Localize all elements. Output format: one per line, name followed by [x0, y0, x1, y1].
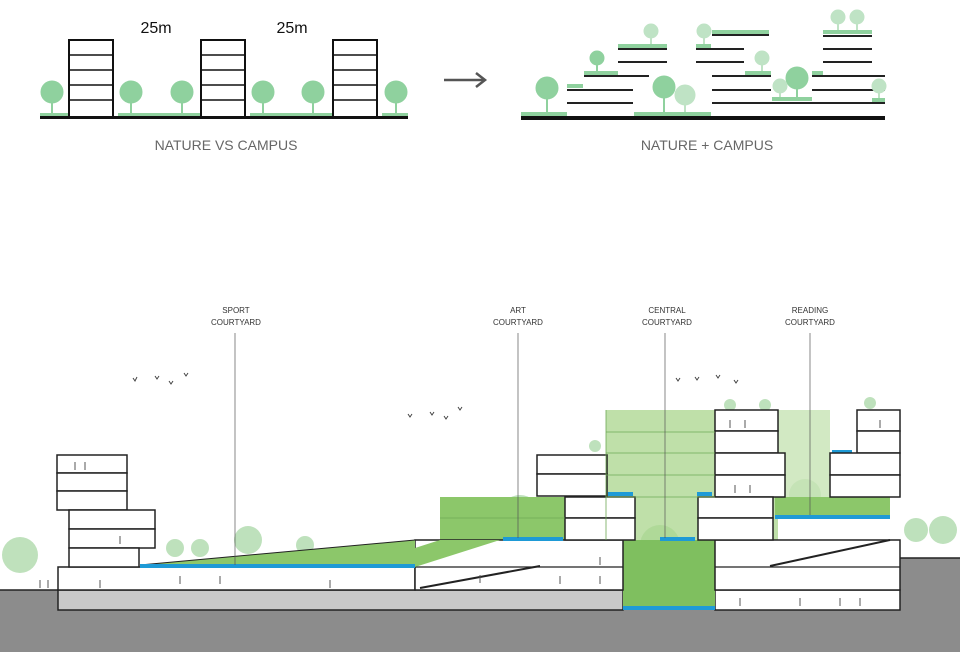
svg-text:ART: ART — [510, 306, 526, 315]
tree-icons — [40, 80, 408, 113]
svg-text:COURTYARD: COURTYARD — [493, 318, 543, 327]
svg-text:COURTYARD: COURTYARD — [785, 318, 835, 327]
building-blocks — [68, 39, 378, 118]
svg-text:SPORT: SPORT — [222, 306, 250, 315]
nature-plus-campus-diagram: NATURE + CAMPUS — [521, 9, 887, 153]
ground-line — [521, 116, 885, 120]
green-terraces — [521, 30, 885, 116]
people — [39, 420, 881, 606]
caption-nature-vs-campus: NATURE VS CAMPUS — [155, 137, 298, 153]
tree-icons — [535, 9, 887, 112]
courtyard-label-art: ART COURTYARD — [493, 306, 543, 538]
courtyard-label-sport: SPORT COURTYARD — [211, 306, 261, 565]
svg-text:CENTRAL: CENTRAL — [648, 306, 686, 315]
floor-slabs — [567, 34, 885, 104]
courtyard-label-central: CENTRAL COURTYARD — [642, 306, 692, 538]
svg-text:COURTYARD: COURTYARD — [211, 318, 261, 327]
building-section: SPORT COURTYARD ART COURTYARD CENTRAL CO… — [0, 306, 960, 652]
parking-level — [57, 589, 624, 611]
arrow-right-icon — [444, 72, 488, 88]
water-features — [140, 450, 890, 610]
dimension-label: 25m — [140, 20, 171, 37]
green-strips — [40, 113, 408, 117]
courtyard-label-reading: READING COURTYARD — [785, 306, 835, 515]
caption-nature-plus-campus: NATURE + CAMPUS — [641, 137, 773, 153]
nature-vs-campus-diagram: 25m 25m NATURE VS CAMPUS — [40, 20, 408, 153]
building-volumes — [56, 409, 901, 568]
central-courtyard-void — [623, 540, 715, 610]
svg-text:READING: READING — [792, 306, 828, 315]
dimension-label: 25m — [276, 20, 307, 37]
ground-line — [40, 116, 408, 119]
svg-text:COURTYARD: COURTYARD — [642, 318, 692, 327]
bird-icons — [132, 372, 739, 420]
art-courtyard-green — [440, 497, 565, 540]
